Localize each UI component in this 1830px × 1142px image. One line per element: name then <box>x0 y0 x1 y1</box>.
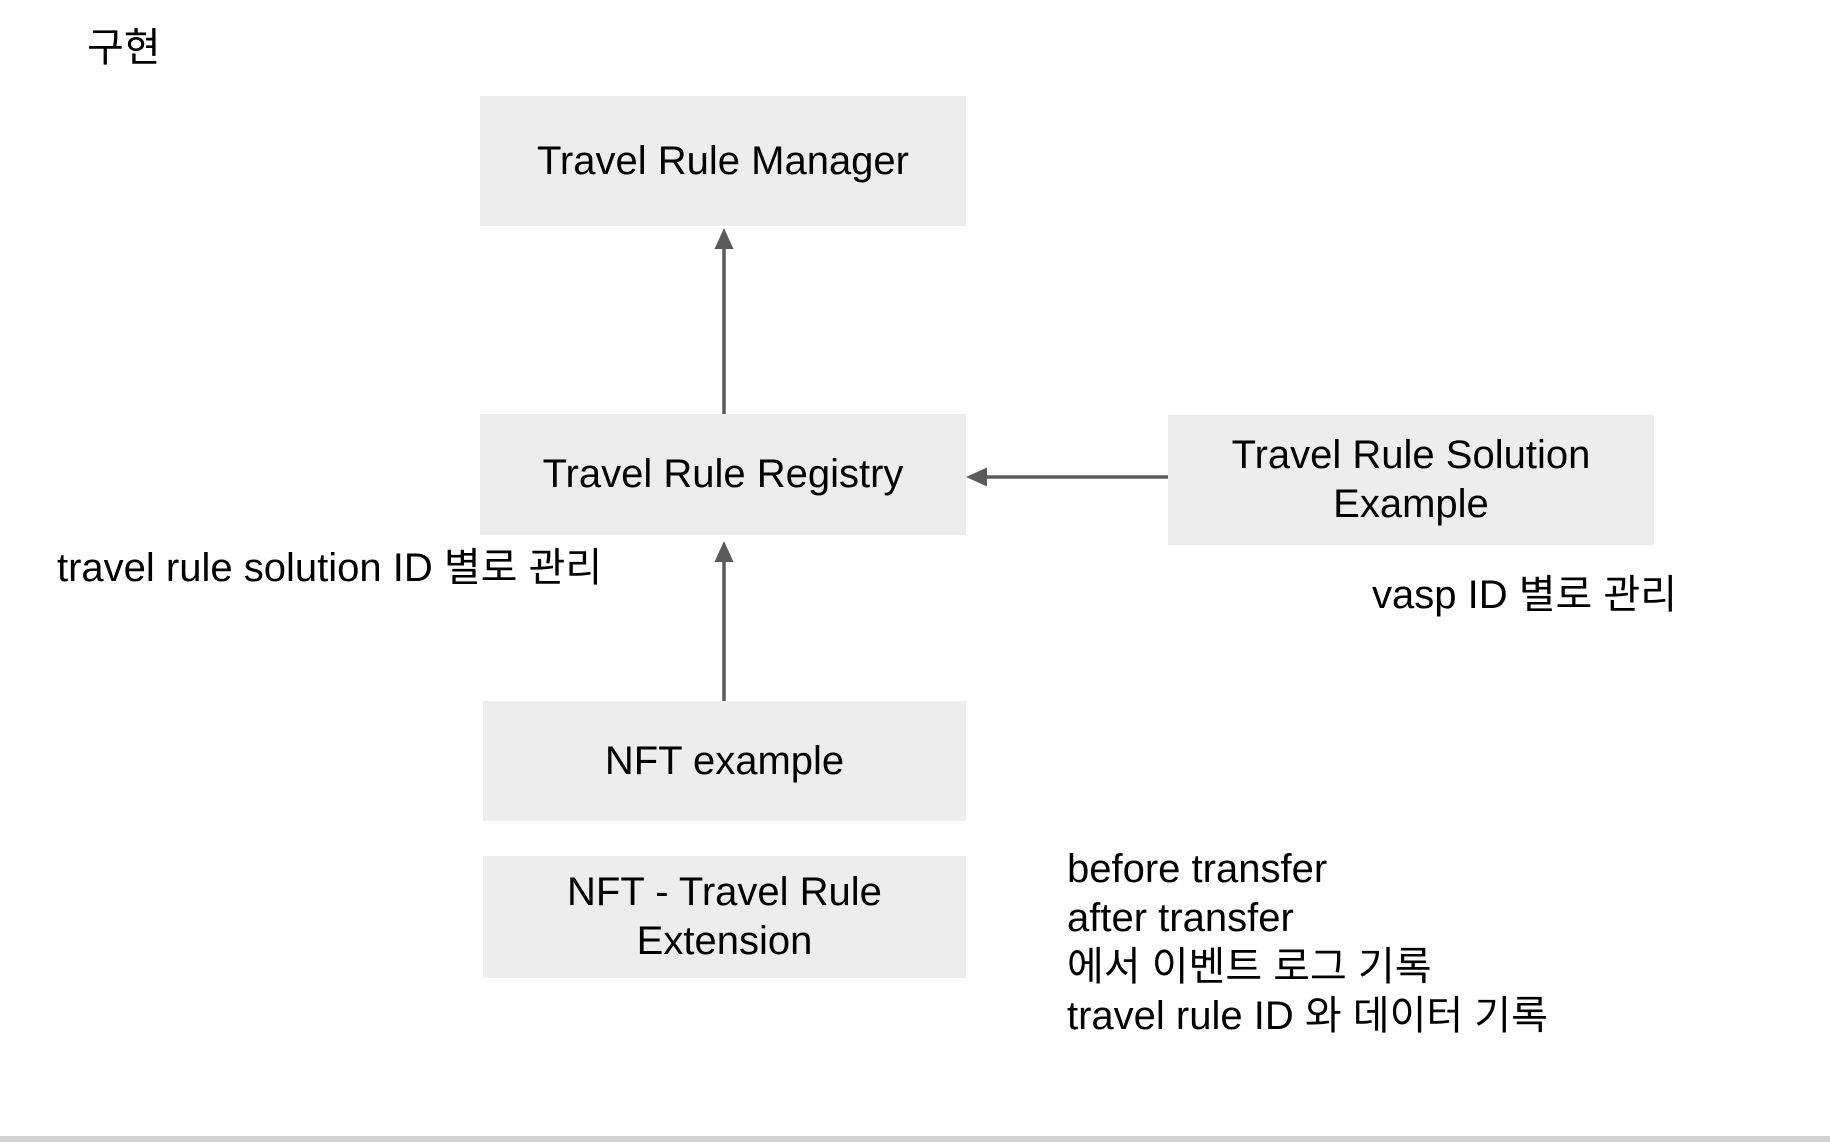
node-travel-rule-solution-example: Travel Rule Solution Example <box>1168 415 1654 545</box>
node-label: NFT example <box>604 738 845 783</box>
transfer-log-note: before transfer after transfer 에서 이벤트 로그… <box>1067 845 1548 1041</box>
note-line: travel rule ID 와 데이터 기록 <box>1067 994 1548 1038</box>
note-line: 에서 이벤트 로그 기록 <box>1067 945 1432 989</box>
node-travel-rule-manager: Travel Rule Manager <box>480 96 966 226</box>
vasp-management-note: vasp ID 별로 관리 <box>1372 573 1678 617</box>
arrow-nft-to-registry <box>714 541 734 701</box>
note-line: before transfer <box>1067 847 1328 891</box>
arrow-registry-to-manager <box>714 228 734 414</box>
node-nft-example: NFT example <box>483 701 966 821</box>
node-label: Travel Rule Solution Example <box>1231 433 1591 526</box>
arrow-solution-to-registry <box>966 467 1168 487</box>
node-travel-rule-registry: Travel Rule Registry <box>480 414 966 535</box>
node-nft-travel-rule-extension: NFT - Travel Rule Extension <box>483 856 966 978</box>
node-label: NFT - Travel Rule Extension <box>567 870 882 963</box>
node-label: Travel Rule Registry <box>542 452 904 496</box>
registry-management-note: travel rule solution ID 별로 관리 <box>57 546 603 590</box>
page-title: 구현 <box>87 26 161 70</box>
slide-bottom-edge <box>0 1136 1830 1142</box>
note-line: after transfer <box>1067 896 1294 940</box>
node-label: Travel Rule Manager <box>536 138 909 183</box>
